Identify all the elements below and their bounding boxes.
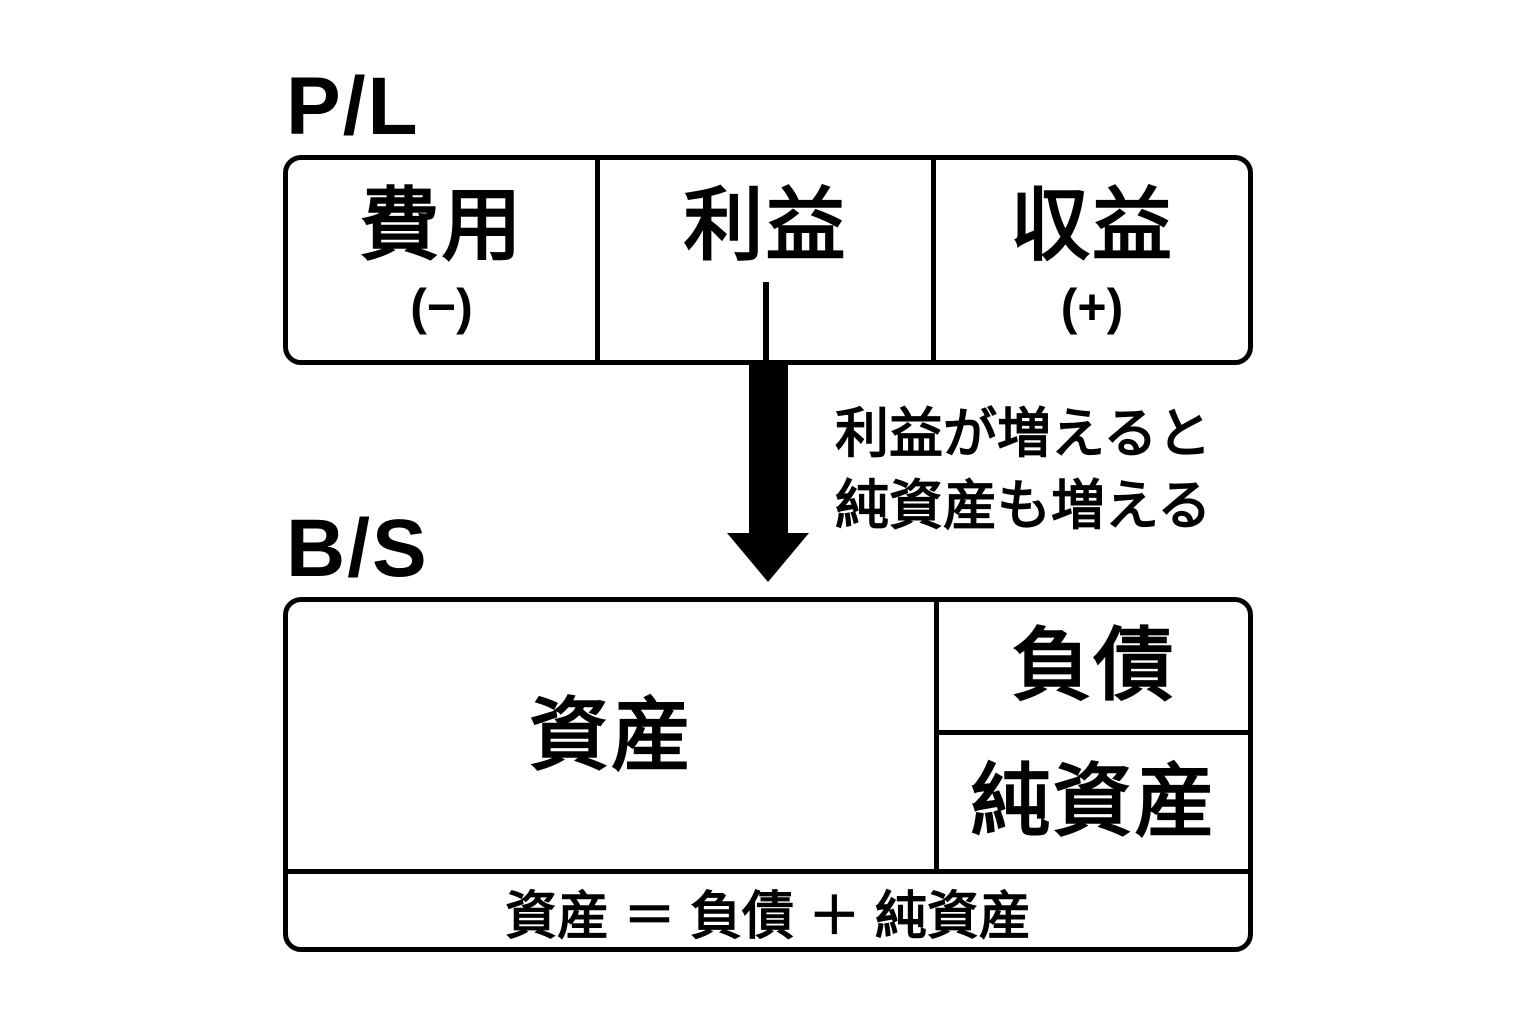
bs-formula-text: 資産 ＝ 負債 ＋ 純資産 bbox=[505, 888, 1031, 946]
expenses-sign: (−) bbox=[410, 279, 473, 335]
assets-label: 資産 bbox=[529, 690, 693, 780]
bs-box: 資産 負債 純資産 資産 ＝ 負債 ＋ 純資産 bbox=[283, 597, 1253, 952]
arrow-annotation: 利益が増えると 純資産も増える bbox=[835, 398, 1211, 542]
down-arrow-head-icon bbox=[727, 533, 809, 582]
bs-cell-assets: 資産 bbox=[288, 602, 939, 869]
bs-cell-net-assets: 純資産 bbox=[939, 735, 1248, 869]
pl-cell-expenses: 費用 (−) bbox=[288, 160, 600, 360]
net-assets-label: 純資産 bbox=[970, 757, 1217, 846]
expenses-label: 費用 bbox=[359, 181, 524, 270]
pl-box: 費用 (−) 利益 収益 (+) bbox=[283, 155, 1253, 365]
liabilities-label: 負債 bbox=[1011, 621, 1176, 710]
profit-label: 利益 bbox=[683, 181, 848, 270]
profit-connector-line bbox=[762, 282, 769, 360]
down-arrow-shaft bbox=[749, 362, 788, 533]
arrow-annotation-line1: 利益が増えると bbox=[835, 404, 1212, 464]
arrow-annotation-line2: 純資産も増える bbox=[835, 476, 1212, 536]
pl-cell-profit: 利益 bbox=[600, 160, 936, 360]
pl-title: P/L bbox=[286, 61, 420, 152]
bs-cell-liabilities: 負債 bbox=[939, 602, 1248, 735]
pl-cell-revenue: 収益 (+) bbox=[936, 160, 1248, 360]
bs-formula-row: 資産 ＝ 負債 ＋ 純資産 bbox=[288, 869, 1248, 949]
bs-title: B/S bbox=[286, 503, 429, 594]
revenue-sign: (+) bbox=[1060, 279, 1124, 335]
revenue-label: 収益 bbox=[1010, 181, 1174, 270]
